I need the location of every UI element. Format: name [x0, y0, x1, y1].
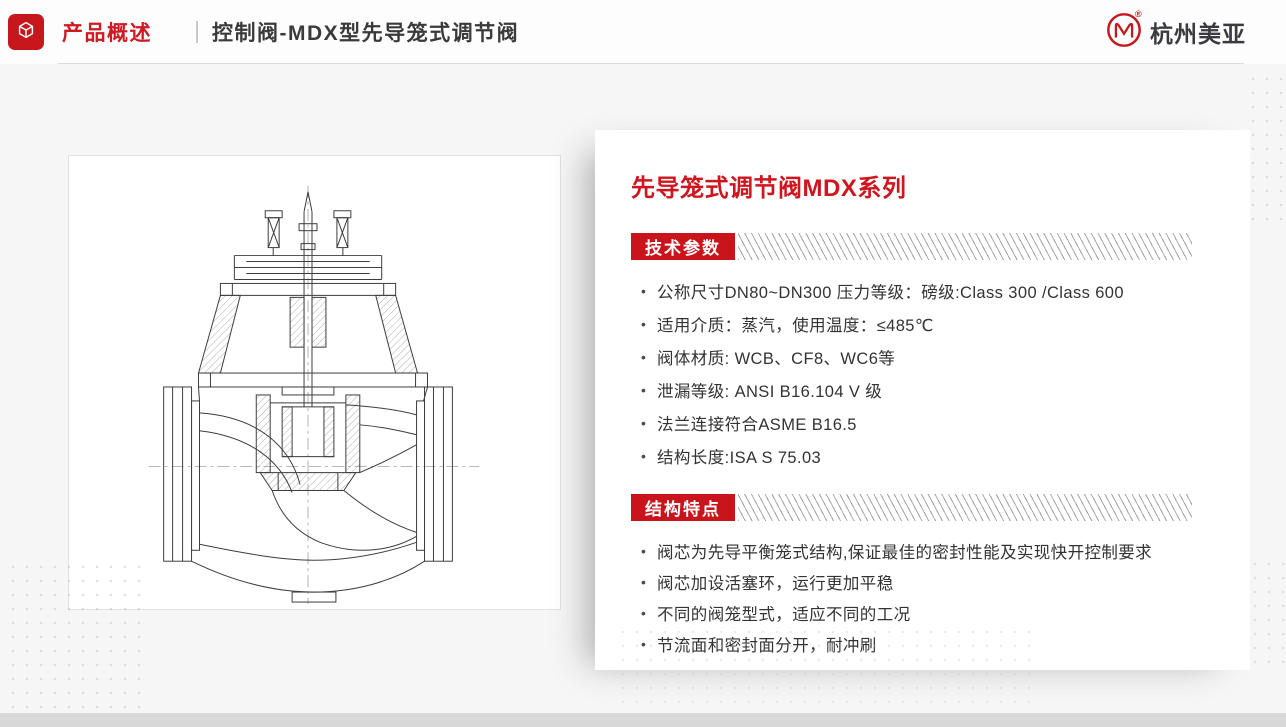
valve-drawing-card	[68, 155, 561, 610]
dot-pattern	[1248, 557, 1286, 667]
spec-item: 法兰连接符合ASME B16.5	[639, 406, 1192, 439]
page-title: 控制阀-MDX型先导笼式调节阀	[212, 22, 520, 45]
package-icon	[15, 19, 37, 46]
tech-params-list: 公称尺寸DN80~DN300 压力等级：磅级:Class 300 /Class …	[631, 274, 1192, 472]
features-list: 阀芯为先导平衡笼式结构,保证最佳的密封性能及实现快开控制要求 阀芯加设活塞环，运…	[631, 535, 1192, 659]
spec-item: 适用介质：蒸汽，使用温度：≤485℃	[639, 307, 1192, 340]
brand-m-logo-icon	[1105, 11, 1143, 54]
spec-item: 结构长度:ISA S 75.03	[639, 439, 1192, 472]
feature-item: 节流面和密封面分开，耐冲刷	[639, 628, 1192, 659]
feature-item: 阀芯加设活塞环，运行更加平稳	[639, 566, 1192, 597]
features-header: 结构特点	[631, 494, 1192, 521]
dot-pattern	[1246, 72, 1286, 222]
feature-item: 阀芯为先导平衡笼式结构,保证最佳的密封性能及实现快开控制要求	[639, 535, 1192, 566]
hatch-stripe	[738, 494, 1192, 521]
hatch-stripe	[738, 233, 1192, 260]
panel-title: 先导笼式调节阀MDX系列	[631, 175, 907, 202]
section-label: 产品概述	[62, 22, 152, 45]
app-logo-badge	[8, 14, 44, 50]
feature-item: 不同的阀笼型式，适应不同的工况	[639, 597, 1192, 628]
spec-item: 泄漏等级: ANSI B16.104 V 级	[639, 373, 1192, 406]
header: 产品概述 控制阀-MDX型先导笼式调节阀 ® 杭州美亚	[0, 0, 1286, 64]
registered-trademark: ®	[1135, 8, 1142, 19]
brand: ® 杭州美亚	[1105, 8, 1246, 54]
footer-strip	[0, 713, 1286, 727]
valve-cross-section-drawing	[148, 185, 480, 605]
title-divider	[196, 21, 198, 43]
features-badge: 结构特点	[631, 494, 735, 521]
header-rule	[58, 63, 1244, 64]
spec-item: 阀体材质: WCB、CF8、WC6等	[639, 340, 1192, 373]
brand-name: 杭州美亚	[1150, 21, 1246, 47]
tech-params-header: 技术参数	[631, 233, 1192, 260]
tech-params-badge: 技术参数	[631, 233, 735, 260]
info-panel: 先导笼式调节阀MDX系列 技术参数 公称尺寸DN80~DN300 压力等级：磅级…	[595, 130, 1250, 670]
spec-item: 公称尺寸DN80~DN300 压力等级：磅级:Class 300 /Class …	[639, 274, 1192, 307]
